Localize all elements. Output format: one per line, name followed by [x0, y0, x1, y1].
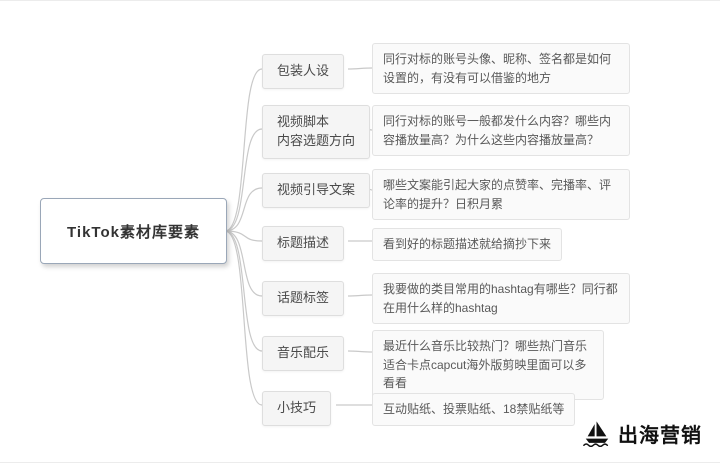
branch-node-title-description: 标题描述	[262, 226, 345, 261]
leaf-text: 同行对标的账号一般都发什么内容？哪些内容播放量高？为什么这些内容播放量高？	[383, 114, 612, 147]
leaf-text: 同行对标的账号头像、昵称、签名都是如何设置的，有没有可以借鉴的地方	[383, 52, 612, 85]
watermark: 出海营销	[582, 419, 702, 448]
root-node-label: TikTok素材库要素	[67, 223, 200, 241]
watermark-text: 出海营销	[618, 425, 702, 447]
leaf-note-persona: 同行对标的账号头像、昵称、签名都是如何设置的，有没有可以借鉴的地方	[372, 43, 630, 95]
branch-node-music: 音乐配乐	[262, 336, 345, 371]
branch-node-tips: 小技巧	[262, 391, 332, 426]
leaf-text: 最近什么音乐比较热门？哪些热门音乐适合卡点capcut海外版剪映里面可以多看看	[383, 339, 588, 391]
branch-label: 包装人设	[277, 63, 330, 78]
sailing-ship-logo-icon	[583, 421, 609, 447]
branch-node-persona: 包装人设	[262, 54, 345, 89]
branch-node-hashtags: 话题标签	[262, 281, 345, 316]
branch-node-script-topics: 视频脚本 内容选题方向	[262, 105, 371, 159]
leaf-note-script-topics: 同行对标的账号一般都发什么内容？哪些内容播放量高？为什么这些内容播放量高？	[372, 105, 630, 157]
leaf-note-music: 最近什么音乐比较热门？哪些热门音乐适合卡点capcut海外版剪映里面可以多看看	[372, 330, 604, 400]
branch-label: 音乐配乐	[277, 345, 330, 360]
branch-label: 小技巧	[277, 400, 317, 415]
leaf-text: 看到好的标题描述就给摘抄下来	[383, 237, 552, 251]
leaf-note-hashtags: 我要做的类目常用的hashtag有哪些？同行都在用什么样的hashtag	[372, 273, 630, 325]
leaf-text: 哪些文案能引起大家的点赞率、完播率、评论率的提升？日积月累	[383, 178, 612, 211]
branch-label: 标题描述	[277, 235, 330, 250]
leaf-text: 互动贴纸、投票贴纸、18禁贴纸等	[383, 402, 565, 416]
leaf-text: 我要做的类目常用的hashtag有哪些？同行都在用什么样的hashtag	[383, 282, 618, 315]
branch-label: 视频脚本 内容选题方向	[277, 114, 356, 148]
leaf-note-tips: 互动贴纸、投票贴纸、18禁贴纸等	[372, 393, 576, 426]
branch-label: 视频引导文案	[277, 182, 356, 197]
leaf-note-title-description: 看到好的标题描述就给摘抄下来	[372, 228, 563, 261]
leaf-note-guide-copy: 哪些文案能引起大家的点赞率、完播率、评论率的提升？日积月累	[372, 169, 630, 221]
root-node-tiktok-material-library: TikTok素材库要素	[40, 198, 227, 264]
branch-node-guide-copy: 视频引导文案	[262, 173, 371, 208]
branch-label: 话题标签	[277, 290, 330, 305]
